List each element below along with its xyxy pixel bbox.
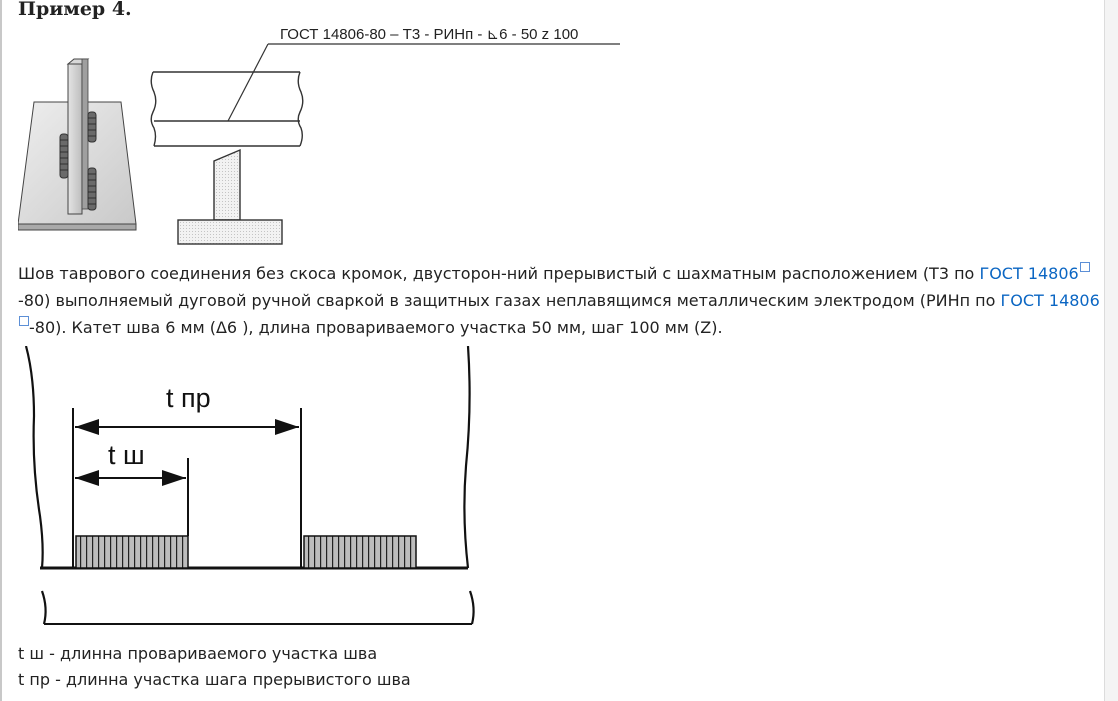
gost-link-1[interactable]: ГОСТ 14806 [979, 264, 1079, 283]
gost-link-2[interactable]: ГОСТ 14806 [1000, 291, 1100, 310]
example-heading: Пример 4. [18, 0, 132, 20]
label-pitch-length: t пр [166, 383, 211, 413]
section-view [177, 148, 283, 245]
content-left-border [0, 0, 2, 701]
legend-pitch-length: t пр - длинна участка шага прерывистого … [18, 670, 411, 689]
paragraph-text: Шов таврового соединения без скоса кромо… [18, 264, 980, 283]
external-link-icon [19, 316, 29, 326]
legend-weld-length: t ш - длинна провариваемого участка шва [18, 644, 378, 663]
designation-text: ГОСТ 14806-80 – Т3 - РИНп - ⊾6 - 50 z 10… [280, 26, 578, 43]
external-link-icon [1079, 262, 1090, 272]
plan-view [150, 71, 304, 147]
label-weld-length: t ш [108, 440, 145, 470]
paragraph-text: -80) выполняемый дуговой ручной сваркой … [18, 291, 1001, 310]
weld-pitch-diagram: t пр t ш [24, 346, 475, 625]
tee-joint-isometric-sketch [18, 58, 137, 231]
weld-drawing-top: ГОСТ 14806-80 – Т3 - РИНп - ⊾6 - 50 z 10… [18, 26, 620, 245]
paragraph-text: -80). Катет шва 6 мм (Δ6 ), длина провар… [29, 318, 723, 337]
description-paragraph: Шов таврового соединения без скоса кромо… [18, 260, 1108, 341]
scrollbar[interactable] [1104, 0, 1118, 701]
designation-leader [227, 43, 620, 122]
